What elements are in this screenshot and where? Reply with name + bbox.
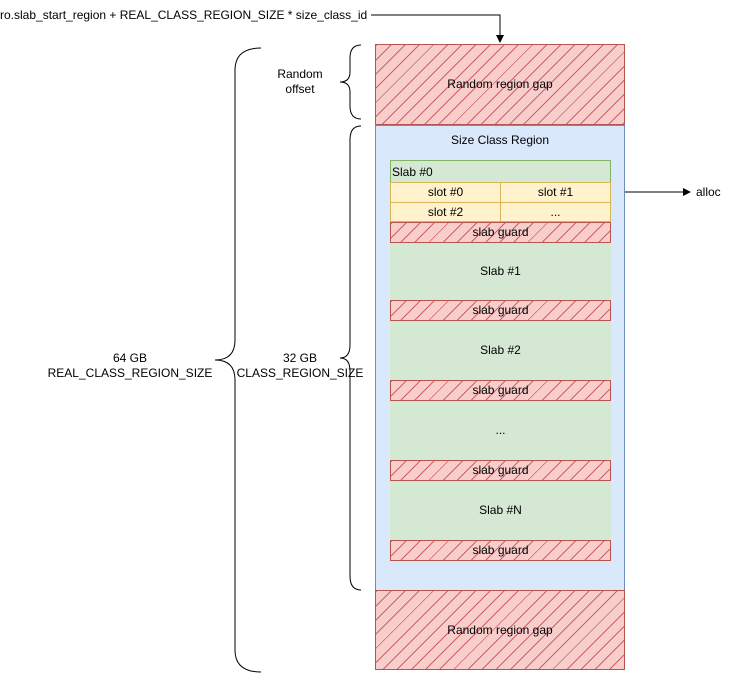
slab-ellipsis [390,401,611,460]
random-region-gap-top-label: Random region gap [447,77,553,91]
slab-guard-label: slab guard [472,463,529,477]
slab-guard-label: slab guard [472,303,529,317]
outer-brace [214,47,262,673]
slab-guard [390,300,611,321]
random-region-gap-bottom [375,590,625,670]
slab-guard-label: slab guard [472,383,529,397]
alloc-label: alloc [696,184,721,199]
slab-n-label: Slab #N [479,503,522,517]
inner-brace [339,125,362,591]
slot-more [500,202,611,222]
slab-2-label: Slab #2 [480,343,521,357]
real-class-region-size-label: 64 GB REAL_CLASS_REGION_SIZE [30,351,230,381]
slab-2 [390,321,611,380]
slab-guard [390,540,611,561]
slab-0-label: Slab #0 [392,164,433,179]
slab-ellipsis-label: ... [495,423,506,437]
offset-brace [339,44,362,120]
start-formula-label: ro.slab_start_region + REAL_CLASS_REGION… [0,7,368,22]
class-region-size-name: CLASS_REGION_SIZE [236,366,364,380]
slot-2-label: slot #2 [427,204,464,219]
random-offset-line2: offset [285,82,315,96]
slot-1-label: slot #1 [537,185,574,199]
formula-arrow [371,14,504,43]
slab-guard-label: slab guard [472,543,529,557]
slab-1 [390,243,611,300]
real-class-region-size-name: REAL_CLASS_REGION_SIZE [47,366,213,380]
slab-guard [390,222,611,243]
real-class-region-size-amount: 64 GB [112,351,148,365]
slab-0 [390,160,611,182]
slab-1-label: Slab #1 [480,264,521,278]
slab-guard-label: slab guard [472,225,529,239]
class-region-size-label: 32 GB CLASS_REGION_SIZE [232,351,368,381]
slab-guard [390,380,611,401]
slot-more-label: ... [550,204,561,219]
random-offset-label: Random offset [262,67,338,97]
slab-guard [390,460,611,481]
slab-n [390,481,611,540]
class-region-size-amount: 32 GB [282,351,318,365]
random-region-gap-bottom-label: Random region gap [447,622,553,637]
slot-0-label: slot #0 [427,185,464,199]
random-offset-line1: Random [277,67,323,81]
size-class-region-label: Size Class Region [450,132,550,147]
random-region-gap-top [375,44,625,125]
